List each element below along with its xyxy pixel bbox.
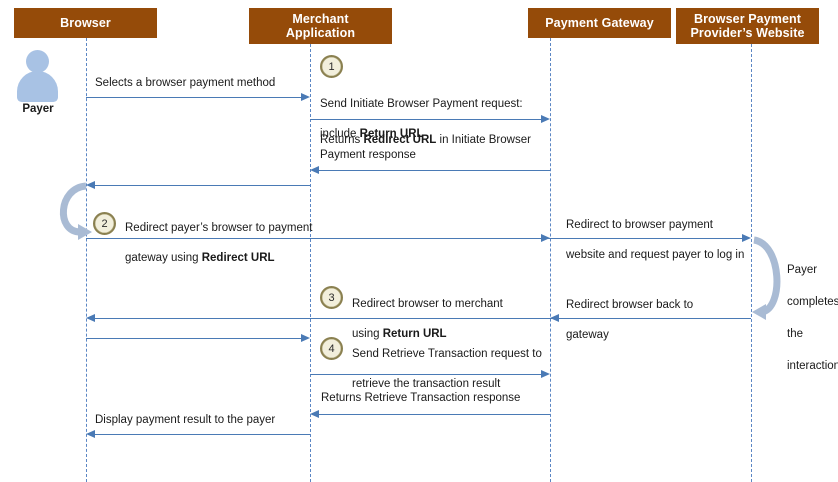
payer-avatar-head bbox=[26, 50, 49, 73]
message-line-m9 bbox=[86, 338, 302, 339]
message-label-m5-line1: Redirect payer’s browser to payment bbox=[125, 222, 313, 234]
message-arrowhead-m5 bbox=[742, 234, 751, 242]
message-arrowhead-m6 bbox=[541, 234, 550, 242]
message-label-m11: Returns Retrieve Transaction response bbox=[321, 392, 521, 404]
message-label-m3-bold: Redirect URL bbox=[363, 134, 437, 146]
participant-label-merchant-line2: Application bbox=[285, 26, 356, 40]
step-badge-4: 4 bbox=[320, 337, 343, 360]
message-label-m6-line1: Redirect to browser payment bbox=[566, 219, 714, 231]
message-arrowhead-m9 bbox=[301, 334, 310, 342]
selfloop-browser bbox=[50, 180, 96, 242]
message-label-m9-line1: Send Retrieve Transaction request to bbox=[352, 348, 542, 360]
lifeline-provider bbox=[751, 44, 752, 482]
participant-label-provider-line2: Provider’s Website bbox=[690, 26, 805, 40]
message-label-m2: Send Initiate Browser Payment request: i… bbox=[320, 82, 548, 157]
message-arrowhead-m1 bbox=[301, 93, 310, 101]
lifeline-browser bbox=[86, 38, 87, 482]
message-label-m5: Redirect payer’s browser to payment gate… bbox=[125, 206, 315, 281]
message-arrowhead-m2 bbox=[541, 115, 550, 123]
message-arrowhead-m8 bbox=[86, 314, 95, 322]
message-label-m5-prefix: gateway using bbox=[125, 252, 202, 264]
selfloop-provider bbox=[748, 232, 792, 324]
message-label-m7-line2: gateway bbox=[566, 329, 609, 341]
message-label-m2-line2: include Return URL bbox=[320, 127, 548, 142]
message-arrowhead-m3 bbox=[310, 166, 319, 174]
message-label-m12: Display payment result to the payer bbox=[95, 414, 276, 426]
message-line-m2 bbox=[310, 119, 542, 120]
message-line-m11 bbox=[319, 414, 550, 415]
message-label-m6: Redirect to browser payment website and … bbox=[566, 203, 750, 278]
step-badge-1: 1 bbox=[320, 55, 343, 78]
message-arrowhead-m10 bbox=[541, 370, 550, 378]
message-label-m1: Selects a browser payment method bbox=[95, 77, 276, 89]
payer-label: Payer bbox=[22, 103, 54, 115]
message-label-m8-prefix: using bbox=[352, 328, 383, 340]
message-label-m5-bold: Redirect URL bbox=[201, 252, 275, 264]
message-label-m8-bold: Return URL bbox=[382, 328, 447, 340]
message-label-m2-bold: Return URL bbox=[359, 128, 424, 140]
selfloop-provider-label-line2: completes bbox=[787, 296, 838, 308]
participant-header-gateway: Payment Gateway bbox=[528, 8, 671, 38]
message-label-m6-line2: website and request payer to log in bbox=[566, 249, 745, 261]
message-label-m3: Returns Redirect URL in Initiate Browser… bbox=[320, 133, 542, 163]
message-label-m8-line2: using Return URL bbox=[352, 327, 546, 342]
message-line-m4 bbox=[95, 185, 310, 186]
message-line-m5 bbox=[86, 238, 742, 239]
message-label-m9-line2: retrieve the transaction result bbox=[352, 378, 501, 390]
message-label-m3-prefix: Returns bbox=[320, 134, 364, 146]
selfloop-provider-label-line4: interaction bbox=[787, 360, 838, 372]
participant-header-provider: Browser Payment Provider’s Website bbox=[676, 8, 819, 44]
participant-label-provider-line1: Browser Payment bbox=[693, 12, 802, 26]
message-label-m5-line2: gateway using Redirect URL bbox=[125, 251, 315, 266]
message-label-m8: Redirect browser to merchant using Retur… bbox=[352, 282, 546, 357]
participant-header-merchant: Merchant Application bbox=[249, 8, 392, 44]
message-label-m2-prefix: include bbox=[320, 128, 360, 140]
participant-label-merchant-line1: Merchant bbox=[292, 12, 349, 26]
step-badge-3: 3 bbox=[320, 286, 343, 309]
message-arrowhead-m11 bbox=[310, 410, 319, 418]
message-line-m8 bbox=[95, 318, 751, 319]
message-line-m10 bbox=[310, 374, 542, 375]
message-line-m1 bbox=[86, 97, 302, 98]
message-line-m3 bbox=[319, 170, 550, 171]
selfloop-provider-label-line1: Payer bbox=[787, 264, 818, 276]
message-label-m9: Send Retrieve Transaction request to ret… bbox=[352, 332, 564, 407]
step-badge-2: 2 bbox=[93, 212, 116, 235]
message-label-m7: Redirect browser back to gateway bbox=[566, 283, 750, 358]
selfloop-provider-label-line3: the bbox=[787, 328, 803, 340]
participant-label-browser: Browser bbox=[60, 16, 111, 30]
lifeline-gateway bbox=[550, 38, 551, 482]
participant-header-browser: Browser bbox=[14, 8, 157, 38]
message-label-m7-line1: Redirect browser back to bbox=[566, 299, 694, 311]
message-arrowhead-m12 bbox=[86, 430, 95, 438]
message-label-m2-line1: Send Initiate Browser Payment request: bbox=[320, 98, 523, 110]
lifeline-merchant bbox=[310, 44, 311, 482]
participant-label-gateway: Payment Gateway bbox=[545, 16, 654, 30]
selfloop-provider-label: Payer completes the interaction bbox=[787, 246, 838, 390]
message-label-m3-suffix: in Initiate Browser Payment response bbox=[320, 134, 531, 161]
message-label-m8-line1: Redirect browser to merchant bbox=[352, 298, 503, 310]
message-arrowhead-m7 bbox=[550, 314, 559, 322]
message-line-m12 bbox=[95, 434, 310, 435]
payer-avatar-body bbox=[17, 71, 58, 102]
message-arrowhead-m4 bbox=[86, 181, 95, 189]
